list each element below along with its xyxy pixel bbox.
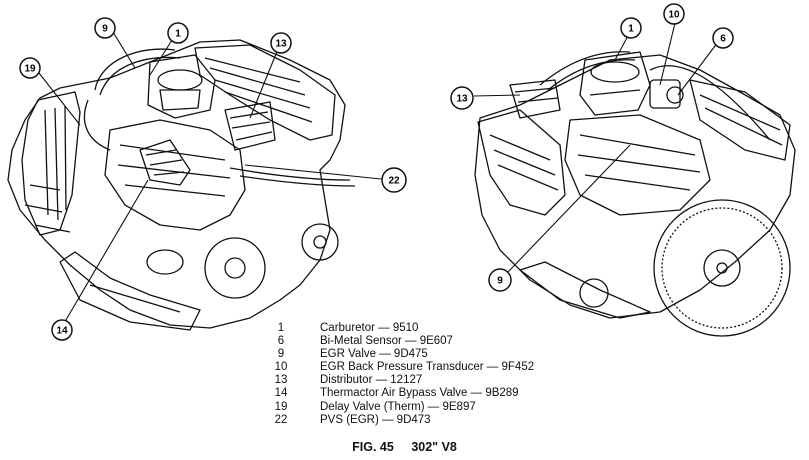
callout-label: 1 [175, 29, 181, 40]
legend-row: 10 EGR Back Pressure Transducer — 9F452 [268, 361, 588, 374]
legend-row: 1 Carburetor — 9510 [268, 322, 588, 335]
legend-number: 14 [274, 387, 288, 400]
legend-number: 19 [274, 400, 288, 413]
legend-description: Bi-Metal Sensor — 9E607 [320, 335, 453, 348]
callout-label: 14 [56, 326, 68, 337]
callout-label: 19 [24, 64, 36, 75]
legend-description: Delay Valve (Therm) — 9E897 [320, 400, 476, 413]
callout-right-13: 13 [450, 86, 474, 110]
right-callouts [473, 22, 719, 273]
callout-left-13: 13 [270, 32, 292, 54]
callout-left-9: 9 [94, 17, 116, 39]
parts-legend: 1 Carburetor — 9510 6 Bi-Metal Sensor — … [268, 322, 588, 427]
figure-number: FIG. 45 [352, 440, 394, 454]
legend-row: 6 Bi-Metal Sensor — 9E607 [268, 335, 588, 348]
figure-title: 302" V8 [411, 440, 457, 454]
callout-label: 6 [720, 34, 726, 45]
figure-caption: FIG. 45 302" V8 [0, 440, 809, 454]
legend-row: 14 Thermactor Air Bypass Valve — 9B289 [268, 387, 588, 400]
callout-left-1: 1 [167, 22, 189, 44]
callout-label: 1 [628, 24, 634, 35]
callout-label: 9 [497, 276, 503, 287]
callout-label: 10 [668, 10, 680, 21]
legend-description: Thermactor Air Bypass Valve — 9B289 [320, 387, 519, 400]
legend-row: 19 Delay Valve (Therm) — 9E897 [268, 401, 588, 414]
callout-label: 13 [456, 94, 468, 105]
legend-row: 9 EGR Valve — 9D475 [268, 348, 588, 361]
legend-number: 10 [274, 361, 288, 374]
legend-row: 22 PVS (EGR) — 9D473 [268, 414, 588, 427]
left-engine-illustration [7, 39, 356, 331]
left-callouts [38, 31, 382, 326]
right-engine-illustration [474, 51, 796, 337]
legend-description: Carburetor — 9510 [320, 322, 419, 334]
legend-number: 13 [274, 374, 288, 387]
callout-right-9: 9 [488, 268, 512, 292]
callout-right-1: 1 [620, 17, 642, 39]
callout-label: 9 [102, 24, 108, 35]
legend-number: 1 [277, 322, 285, 334]
legend-description: Distributor — 12127 [320, 374, 423, 387]
legend-row: 13 Distributor — 12127 [268, 374, 588, 387]
callout-left-19: 19 [19, 57, 41, 79]
legend-number: 9 [277, 348, 285, 361]
callout-left-22: 22 [381, 167, 407, 193]
callout-label: 13 [275, 39, 287, 50]
callout-right-6: 6 [712, 27, 734, 49]
callout-label: 22 [388, 176, 400, 187]
legend-number: 6 [277, 335, 285, 348]
legend-number: 22 [274, 413, 288, 426]
callout-right-10: 10 [663, 3, 685, 25]
legend-description: EGR Back Pressure Transducer — 9F452 [320, 361, 535, 374]
callout-left-14: 14 [51, 319, 73, 341]
legend-description: EGR Valve — 9D475 [320, 348, 428, 361]
legend-description: PVS (EGR) — 9D473 [320, 413, 431, 426]
